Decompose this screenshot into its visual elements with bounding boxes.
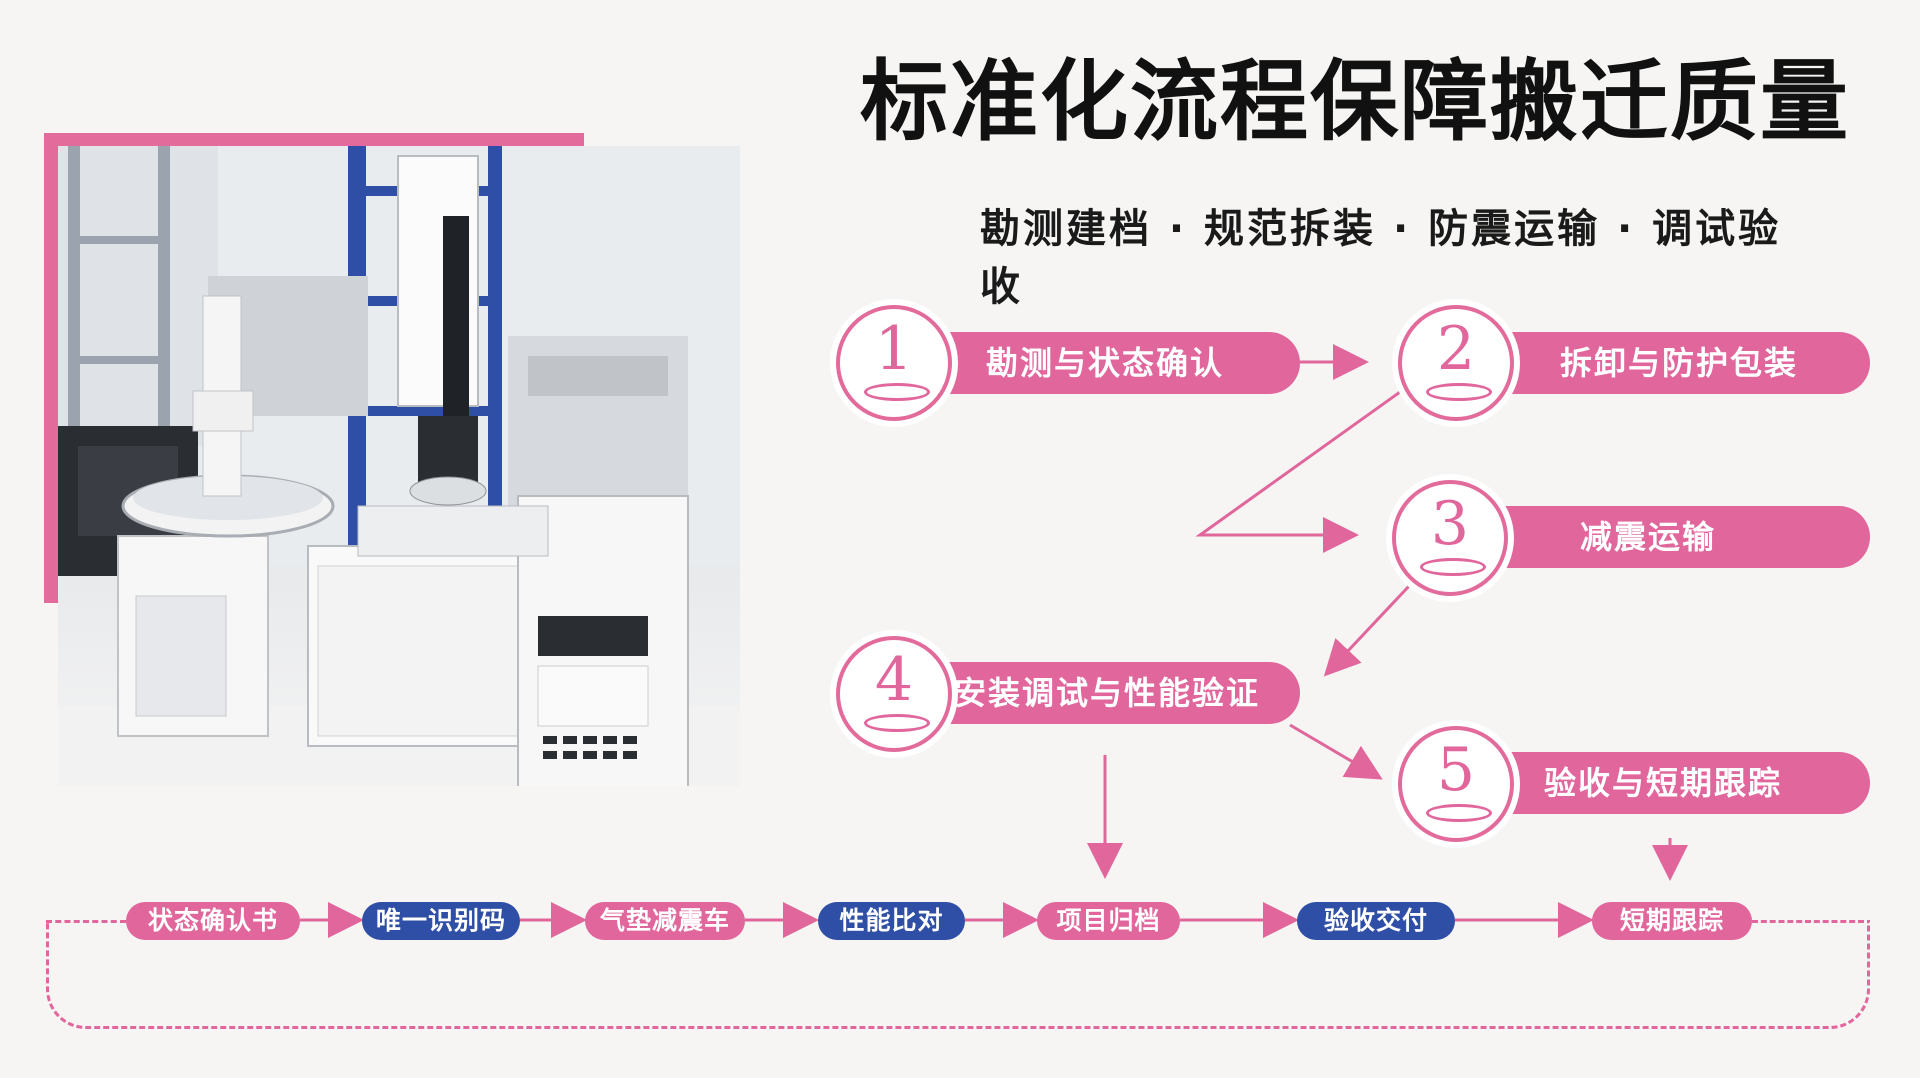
pedestal-icon (864, 714, 930, 732)
step-4-number: 4 (874, 645, 914, 715)
step-1-badge: 1 (836, 305, 952, 421)
loop-segment-right (1752, 920, 1864, 923)
pedestal-icon (1426, 804, 1492, 822)
step-2-pill: 拆卸与防护包装 (1440, 332, 1870, 394)
deliverable-chip: 气垫减震车 (585, 902, 745, 940)
process-loop-line (46, 920, 1870, 1029)
deliverable-chip: 短期跟踪 (1592, 902, 1752, 940)
loop-segment-left (46, 920, 126, 923)
step-3-label: 减震运输 (1580, 518, 1717, 556)
step-2-badge: 2 (1398, 305, 1514, 421)
step-2-number: 2 (1436, 314, 1476, 384)
deliverable-chip: 唯一识别码 (362, 902, 520, 940)
step-2-label: 拆卸与防护包装 (1560, 344, 1799, 382)
deliverable-chip: 项目归档 (1037, 902, 1180, 940)
step-3-number: 3 (1430, 489, 1470, 559)
step-3-pill: 减震运输 (1440, 506, 1870, 568)
step-1-number: 1 (874, 314, 914, 384)
step-5-label: 验收与短期跟踪 (1544, 764, 1783, 802)
step-3-badge: 3 (1392, 480, 1508, 596)
page-title: 标准化流程保障搬迁质量 (860, 50, 1851, 153)
deliverable-chip: 状态确认书 (126, 902, 300, 940)
deliverable-chip: 验收交付 (1297, 902, 1455, 940)
step-4-badge: 4 (836, 636, 952, 752)
gas-chromatograph-icon (58, 146, 740, 786)
step-1-label: 勘测与状态确认 (986, 344, 1225, 382)
step-5-number: 5 (1436, 735, 1476, 805)
instrument-photo (58, 146, 740, 786)
deliverable-chip: 性能比对 (818, 902, 965, 940)
pedestal-icon (1426, 383, 1492, 401)
pedestal-icon (864, 383, 930, 401)
page-subtitle: 勘测建档 · 规范拆装 · 防震运输 · 调试验收 (980, 206, 1782, 310)
step-5-badge: 5 (1398, 726, 1514, 842)
shield-pedestal-icon (1420, 558, 1486, 576)
step-4-label: 安装调试与性能验证 (954, 674, 1261, 712)
